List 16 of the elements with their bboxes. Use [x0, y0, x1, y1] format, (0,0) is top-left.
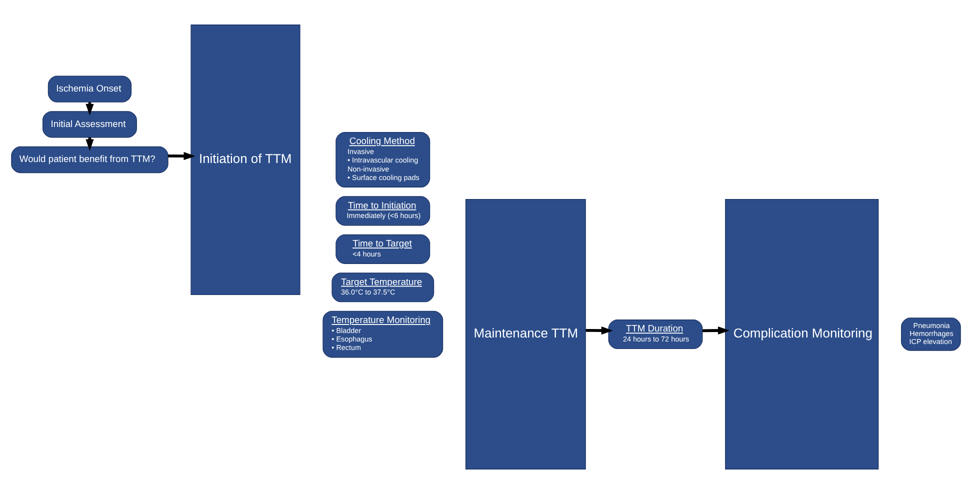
node-box: Time to Target <4 hours — [336, 234, 430, 264]
arrow — [586, 326, 613, 334]
arrow — [168, 151, 196, 160]
arrow — [702, 326, 730, 334]
node-box: Cooling Method Invasive • Intravascular cooling Non-invasive • Surface cooling pads — [336, 131, 430, 187]
node-box: Initial Assessment — [42, 110, 137, 138]
node-box: Complication Monitoring — [725, 198, 879, 469]
node-box: Pneumonia Hemorrhages ICP elevation — [901, 317, 961, 350]
node-box: Would patient benefit from TTM? — [11, 146, 168, 173]
node-box: Target Temperature 36.0°C to 37.5°C — [332, 272, 434, 302]
node-box: Temperature Monitoring • Bladder • Esophagus • Rectum — [322, 310, 444, 358]
node-box: Initiation of TTM — [190, 24, 300, 294]
node-box: TTM Duration 24 hours to 72 hours — [608, 318, 703, 349]
node-box: Maintenance TTM — [465, 198, 586, 469]
node-box: Time to Initiation Immediately (<6 hours) — [336, 196, 430, 226]
node-box: Ischemia Onset — [48, 75, 132, 102]
